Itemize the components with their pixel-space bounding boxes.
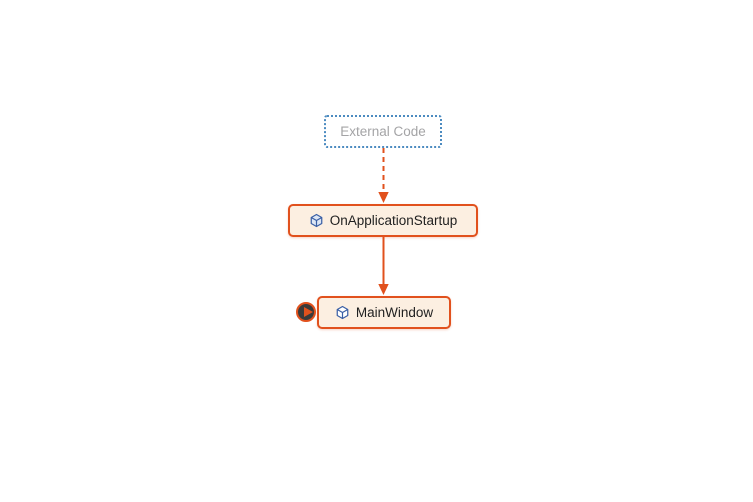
node-main-window[interactable]: MainWindow xyxy=(317,296,451,329)
node-label: External Code xyxy=(340,124,426,139)
node-label: OnApplicationStartup xyxy=(329,213,458,228)
method-cube-icon xyxy=(335,305,350,320)
method-cube-icon xyxy=(309,213,324,228)
arrow-right-icon xyxy=(304,307,313,317)
arrowhead-icon xyxy=(378,284,389,295)
edge-external-to-startup[interactable] xyxy=(378,148,389,203)
node-label: MainWindow xyxy=(355,305,434,320)
node-on-application-startup[interactable]: OnApplicationStartup xyxy=(288,204,478,237)
edge-startup-to-mainwindow[interactable] xyxy=(378,237,389,295)
arrowhead-icon xyxy=(378,192,389,203)
incoming-edge-badge[interactable] xyxy=(296,302,316,322)
node-external-code[interactable]: External Code xyxy=(324,115,442,148)
